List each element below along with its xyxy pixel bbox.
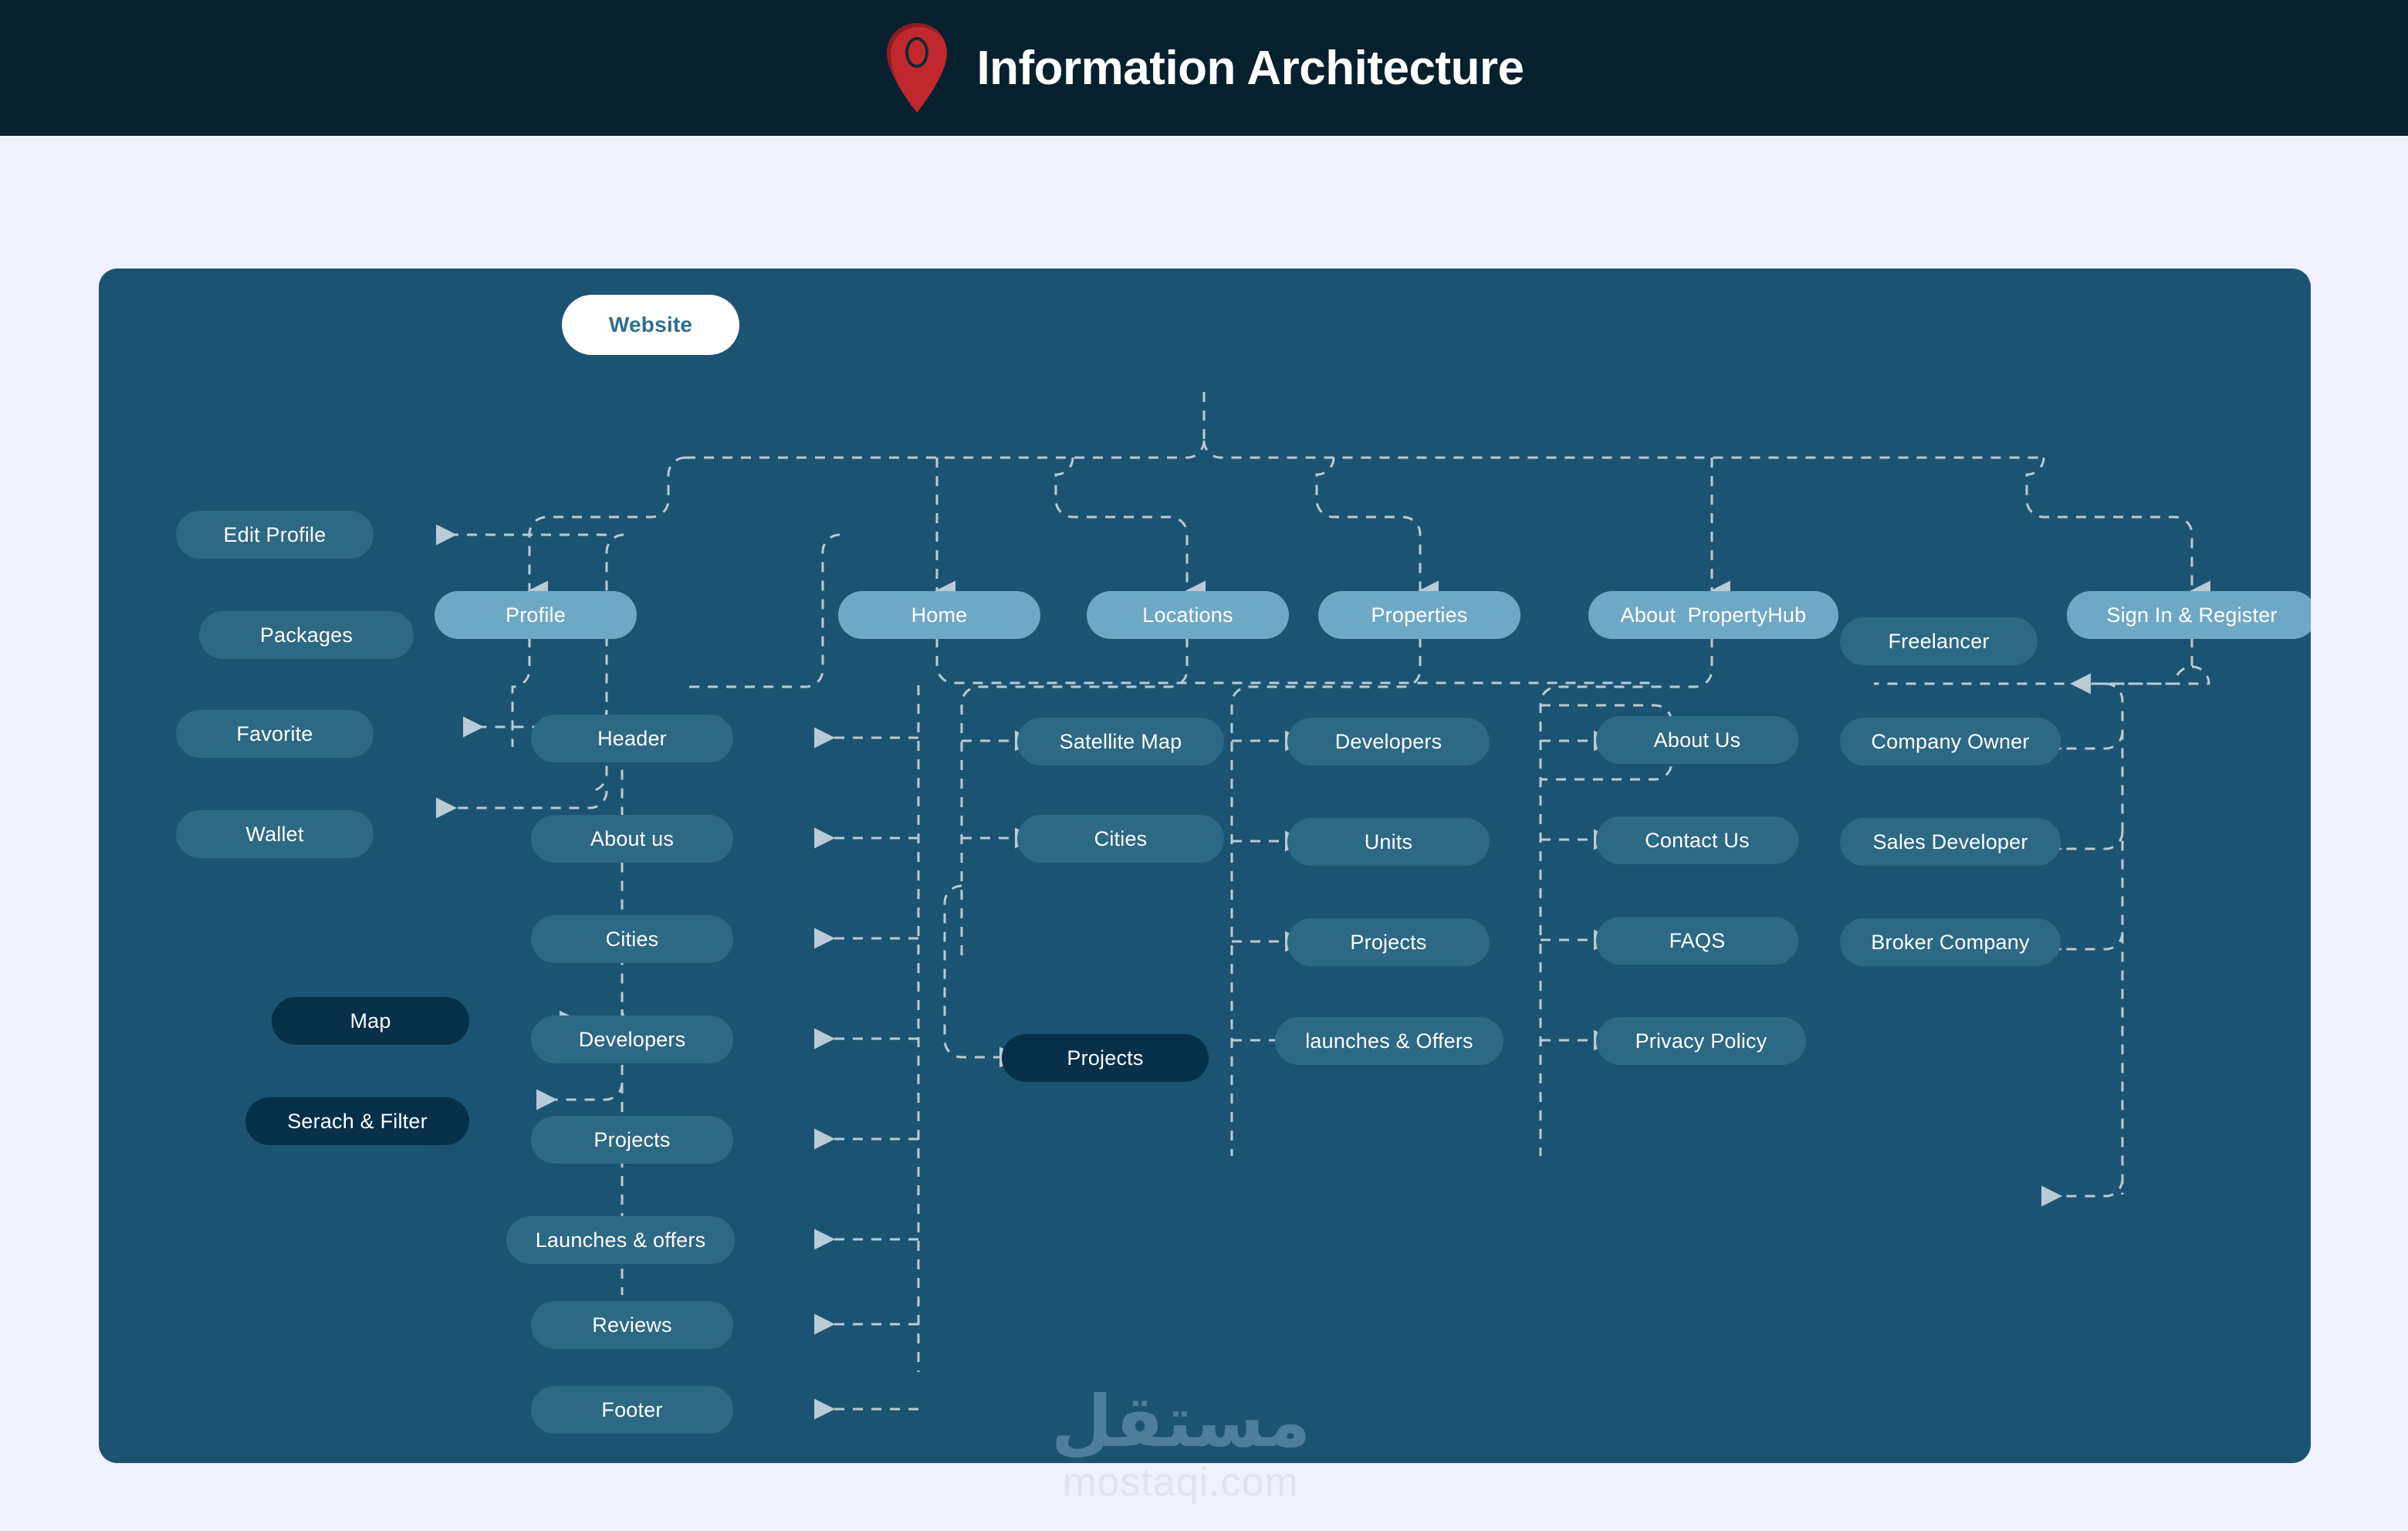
connector-layer <box>436 392 2210 1420</box>
node-home-footer[interactable]: Footer <box>531 1386 733 1434</box>
node-about-us[interactable]: About Us <box>1596 716 1798 764</box>
node-home-header[interactable]: Header <box>531 715 733 762</box>
node-sales-developer[interactable]: Sales Developer <box>1840 818 2061 866</box>
node-properties-projects[interactable]: Projects <box>1287 918 1490 966</box>
node-broker-company[interactable]: Broker Company <box>1840 918 2061 966</box>
watermark-latin: mostaqi.com <box>1063 1460 1299 1505</box>
node-home-cities[interactable]: Cities <box>531 915 733 963</box>
node-edit-profile[interactable]: Edit Profile <box>176 511 374 559</box>
node-contact-us[interactable]: Contact Us <box>1596 816 1798 864</box>
node-freelancer[interactable]: Freelancer <box>1840 617 2038 665</box>
node-locations[interactable]: Locations <box>1087 591 1289 639</box>
node-favorite[interactable]: Favorite <box>176 710 374 758</box>
node-locations-projects[interactable]: Projects <box>1002 1034 1209 1082</box>
node-properties[interactable]: Properties <box>1318 591 1520 639</box>
node-properties-units[interactable]: Units <box>1287 818 1490 866</box>
node-locations-cities[interactable]: Cities <box>1017 815 1224 863</box>
page-title: Information Architecture <box>976 41 1524 95</box>
information-architecture-diagram: Website Profile Home Locations Propertie… <box>99 269 2311 1463</box>
node-packages[interactable]: Packages <box>199 611 414 659</box>
node-properties-launches-offers[interactable]: launches & Offers <box>1275 1017 1503 1065</box>
node-properties-developers[interactable]: Developers <box>1287 718 1490 766</box>
app-header: Information Architecture <box>0 0 2408 136</box>
node-search-filter[interactable]: Serach & Filter <box>245 1097 469 1145</box>
node-privacy-policy[interactable]: Privacy Policy <box>1596 1017 1806 1065</box>
map-pin-icon <box>887 23 948 113</box>
node-home-about-us[interactable]: About us <box>531 815 733 863</box>
node-home-launches-offers[interactable]: Launches & offers <box>506 1216 735 1264</box>
node-website[interactable]: Website <box>562 295 739 355</box>
node-home-developers[interactable]: Developers <box>531 1016 733 1063</box>
node-profile[interactable]: Profile <box>435 591 637 639</box>
node-sign-in-register[interactable]: Sign In & Register <box>2067 591 2311 639</box>
node-about-propertyhub[interactable]: About PropertyHub <box>1588 591 1838 639</box>
node-faqs[interactable]: FAQS <box>1596 917 1798 965</box>
node-satellite-map[interactable]: Satellite Map <box>1017 718 1224 766</box>
node-wallet[interactable]: Wallet <box>176 810 374 858</box>
node-company-owner[interactable]: Company Owner <box>1840 718 2061 766</box>
node-home[interactable]: Home <box>838 591 1040 639</box>
node-map[interactable]: Map <box>272 997 469 1045</box>
node-home-projects[interactable]: Projects <box>531 1116 733 1164</box>
node-home-reviews[interactable]: Reviews <box>531 1301 733 1349</box>
